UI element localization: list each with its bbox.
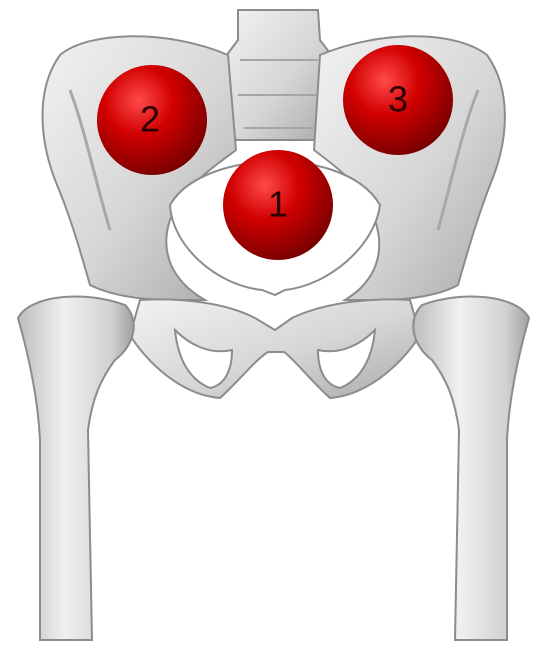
landmark-marker-2: 2: [97, 65, 207, 175]
pubic-region: [130, 299, 420, 398]
left-femur: [18, 296, 134, 640]
marker-label-1: 1: [268, 184, 288, 225]
right-femur: [413, 296, 529, 640]
landmark-marker-1: 1: [223, 150, 333, 260]
marker-label-3: 3: [388, 79, 408, 120]
landmark-marker-3: 3: [343, 45, 453, 155]
marker-label-2: 2: [140, 99, 160, 140]
